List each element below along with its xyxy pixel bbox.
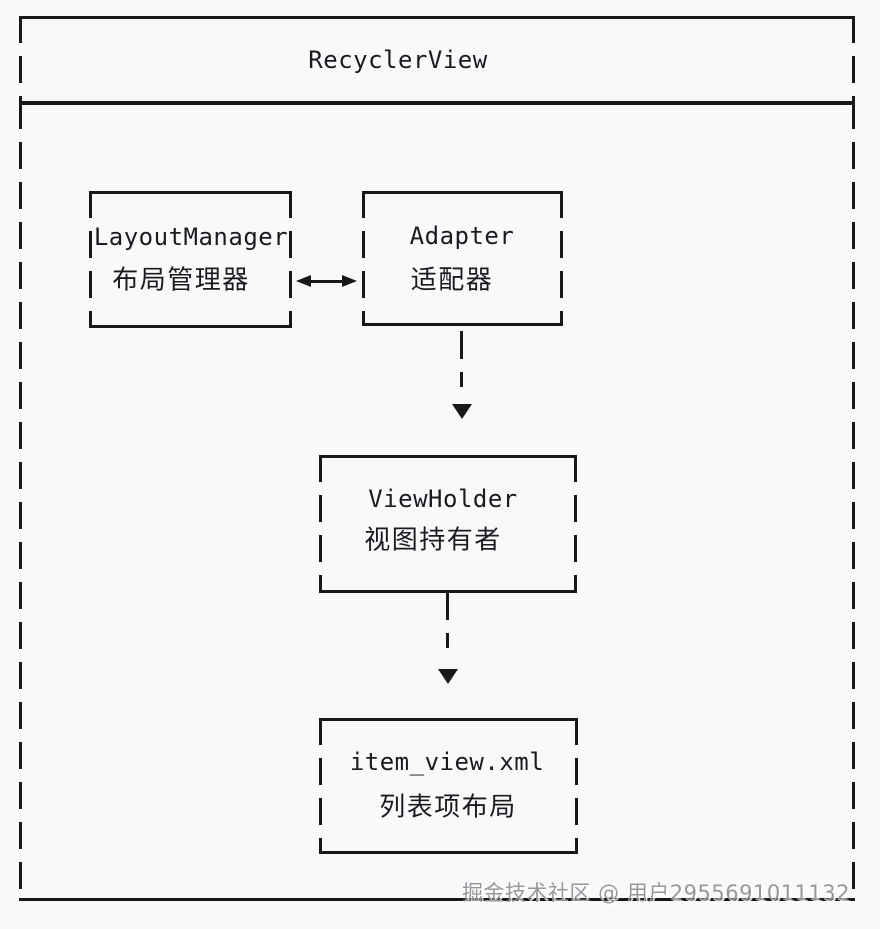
node-item-view	[319, 718, 578, 854]
down-arrow-icon	[452, 404, 472, 419]
node-layout-manager	[89, 191, 292, 328]
node-view-holder-label-zh: 视图持有者	[364, 525, 502, 556]
node-item-view-name: item_view.xml	[349, 748, 545, 776]
arrow-head-left	[296, 275, 311, 287]
node-item-view-label-zh: 列表项布局	[379, 792, 517, 823]
recyclerview-container-body-box	[19, 101, 855, 901]
node-layout-manager-name: LayoutManager	[93, 223, 289, 251]
node-view-holder	[319, 455, 577, 593]
connector-line-adapter-viewholder	[460, 331, 463, 387]
arrow-head-right	[342, 275, 357, 287]
node-view-holder-name: ViewHolder	[368, 485, 518, 513]
watermark: 掘金技术社区 @ 用户2955691011132	[461, 881, 850, 905]
recyclerview-container-header-box	[19, 16, 855, 107]
arrow-shaft	[306, 280, 347, 283]
node-adapter-name: Adapter	[409, 222, 515, 250]
node-adapter-label-zh: 适配器	[410, 265, 494, 296]
node-adapter	[362, 191, 563, 326]
node-layout-manager-label-zh: 布局管理器	[112, 265, 250, 296]
down-arrow-icon	[438, 669, 458, 684]
bidirectional-arrow-icon	[296, 273, 357, 289]
connector-line-viewholder-itemview	[446, 592, 449, 648]
diagram-title: RecyclerView	[308, 46, 488, 74]
